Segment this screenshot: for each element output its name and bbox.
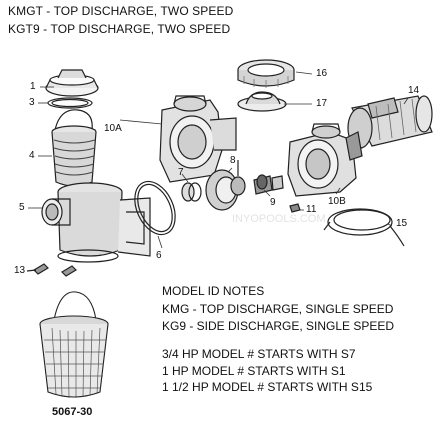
notes-kmg: KMG - TOP DISCHARGE, SINGLE SPEED (162, 302, 394, 316)
pump-body-10b (287, 123, 357, 197)
basket-part-number: 5067-30 (52, 406, 93, 418)
callout-4: 4 (29, 150, 35, 161)
strainer-housing (41, 182, 151, 263)
header-line-1: KMGT - TOP DISCHARGE, TWO SPEED (8, 4, 234, 18)
callout-1: 1 (30, 81, 36, 92)
union-tailpiece (237, 91, 287, 112)
callout-13: 13 (14, 265, 26, 276)
diffuser-ring (181, 182, 202, 202)
callout-10a: 10A (104, 123, 122, 134)
union-nut (237, 59, 295, 88)
callout-5: 5 (19, 202, 25, 213)
shaft-seal (253, 174, 284, 195)
callout-7: 7 (178, 167, 184, 178)
header-line-2: KGT9 - TOP DISCHARGE, TWO SPEED (8, 22, 231, 36)
drain-plugs (26, 263, 77, 277)
callout-11: 11 (306, 204, 317, 215)
screw (289, 203, 301, 213)
notes-hp-1-1-2: 1 1/2 HP MODEL # STARTS WITH S15 (162, 380, 373, 394)
callout-17: 17 (316, 98, 328, 109)
notes-title: MODEL ID NOTES (162, 284, 265, 298)
callout-15: 15 (396, 218, 408, 229)
replacement-basket (39, 291, 109, 399)
pump-body-10a (159, 95, 237, 183)
impeller (205, 160, 246, 211)
watermark-text: INYOPOOLS.COM (232, 213, 326, 225)
seal-plate-gasket (134, 180, 176, 236)
callout-3: 3 (29, 97, 35, 108)
notes-kg9: KG9 - SIDE DISCHARGE, SINGLE SPEED (162, 319, 395, 333)
power-cord (323, 208, 405, 247)
callout-14: 14 (408, 85, 420, 96)
callout-9: 9 (270, 197, 276, 208)
notes-hp-3-4: 3/4 HP MODEL # STARTS WITH S7 (162, 347, 356, 361)
motor (345, 95, 433, 161)
strainer-basket (51, 109, 97, 187)
callout-16: 16 (316, 68, 328, 79)
callout-6: 6 (156, 250, 162, 261)
callout-8: 8 (230, 155, 236, 166)
pump-lid (45, 69, 99, 97)
notes-hp-1: 1 HP MODEL # STARTS WITH S1 (162, 364, 346, 378)
callout-10b: 10B (328, 196, 346, 207)
